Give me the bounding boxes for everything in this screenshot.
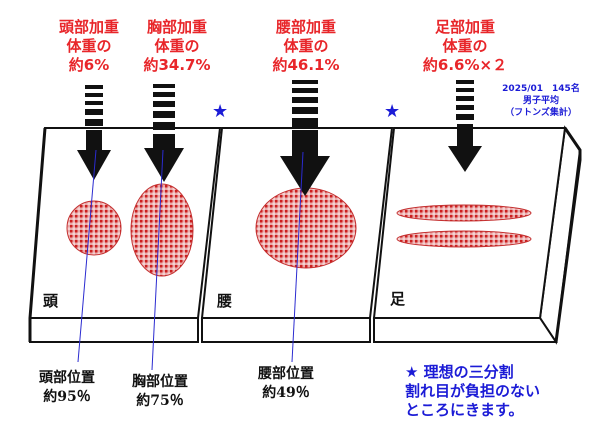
- seam-star-1: ★: [212, 101, 228, 122]
- note-line-1: ★ 理想の三分割: [405, 363, 514, 381]
- waist-position-line-1: 腰部位置: [257, 365, 314, 382]
- head-weight-line-3: 約6%: [69, 56, 109, 74]
- waist-position-line-2: 約49％: [262, 384, 309, 401]
- position-lines: [77, 149, 304, 371]
- chest-position-line-1: 胸部位置: [132, 373, 188, 390]
- head-position-line-1: 頭部位置: [39, 369, 95, 386]
- pressure-area-waist: [255, 187, 357, 269]
- waist-weight-line-2: 体重の: [283, 37, 328, 55]
- ideal-split-note: ★ 理想の三分割 割れ目が負担のない ところにきます。: [405, 363, 540, 419]
- survey-line-1: 2025/01 145名: [502, 82, 580, 94]
- label-foot-weight: 足部加重 体重の 約6.6%×２: [423, 18, 507, 74]
- weight-arrow-head: [77, 85, 111, 180]
- note-line-2: 割れ目が負担のない: [405, 382, 540, 400]
- position-label-chest: 胸部位置 約75％: [132, 373, 188, 409]
- chest-weight-line-1: 胸部加重: [147, 18, 207, 36]
- position-label-head: 頭部位置 約95％: [39, 369, 95, 405]
- section-label-head: 頭: [43, 292, 59, 310]
- mattress-panel-foot: [372, 125, 582, 345]
- head-weight-line-1: 頭部加重: [59, 18, 119, 36]
- pressure-area-foot: [396, 204, 532, 248]
- position-label-waist: 腰部位置 約49％: [257, 365, 314, 401]
- survey-line-2: 男子平均: [523, 94, 559, 106]
- label-head-weight: 頭部加重 体重の 約6%: [59, 18, 119, 74]
- foot-weight-line-1: 足部加重: [435, 18, 495, 36]
- section-label-waist: 腰: [216, 292, 232, 310]
- pressure-area-head: [66, 200, 122, 256]
- label-waist-weight: 腰部加重 体重の 約46.1%: [272, 18, 339, 74]
- note-line-3: ところにきます。: [405, 401, 524, 419]
- survey-note: 2025/01 145名 男子平均 （フトンズ集計）: [502, 82, 580, 118]
- chest-position-line-2: 約75％: [136, 392, 183, 409]
- waist-weight-line-3: 約46.1%: [272, 56, 339, 74]
- chest-weight-line-3: 約34.7%: [143, 56, 210, 74]
- weight-arrow-foot: [448, 80, 482, 172]
- foot-weight-line-3: 約6.6%×２: [423, 56, 507, 74]
- label-chest-weight: 胸部加重 体重の 約34.7%: [143, 18, 210, 74]
- head-position-line-2: 約95％: [43, 388, 90, 405]
- section-label-foot: 足: [390, 290, 406, 308]
- weight-arrow-chest: [144, 84, 184, 182]
- weight-arrow-waist: [280, 80, 330, 196]
- seam-star-2: ★: [384, 101, 400, 122]
- foot-weight-line-2: 体重の: [442, 37, 487, 55]
- waist-weight-line-1: 腰部加重: [275, 18, 336, 36]
- pressure-area-chest: [130, 183, 194, 277]
- chest-weight-line-2: 体重の: [154, 37, 199, 55]
- head-weight-line-2: 体重の: [66, 37, 111, 55]
- survey-line-3: （フトンズ集計）: [505, 106, 577, 118]
